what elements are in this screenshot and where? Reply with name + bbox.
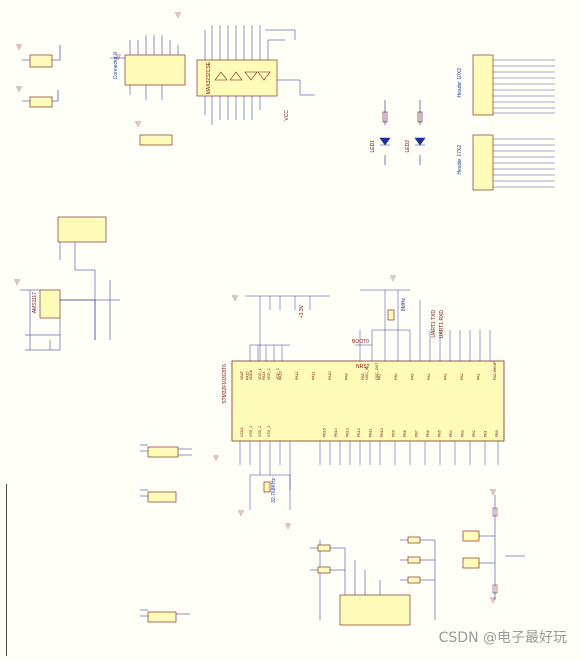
mcu-osc-pin-label: OSC_IN [365, 366, 369, 380]
connector-p1 [29, 54, 53, 108]
label-led2: LED2 [405, 140, 411, 153]
switch-wires [479, 495, 525, 600]
mcu-pin-label: PB3 [461, 430, 465, 437]
header-10x2-wires [493, 59, 555, 114]
label-v33: +3.3V [299, 305, 305, 319]
mcu-pin-label: PB10 [380, 428, 384, 437]
mcu-pin-label: PB0 [495, 430, 499, 437]
ground-symbols [14, 12, 496, 603]
mcu-bottom-wires [239, 441, 499, 510]
mcu-pin-label: PA11 [312, 372, 316, 380]
db9-connector [124, 54, 186, 86]
label-connector: Connector 9 [113, 52, 119, 80]
mcu-pin-label: PB8 [403, 430, 407, 437]
header-left-1 [147, 446, 179, 623]
max3232-chip [196, 59, 278, 97]
mcu-power-pin-label: VDD_3 [276, 368, 280, 380]
label-ldo: AMS1117 [32, 292, 38, 314]
power-jack [57, 216, 107, 243]
header-small [139, 134, 173, 146]
label-crystal2: 32.768KHz [271, 478, 277, 503]
driver-parts [317, 536, 421, 626]
label-mcu: STM32F103C8T6 [222, 364, 228, 404]
mcu-pin-label: PA5 [411, 373, 415, 380]
wires-topleft [22, 45, 61, 102]
mcu-ground-pin-label: VSS_3 [267, 426, 271, 437]
label-crystal1: 8MHz [401, 298, 407, 312]
header-10x2 [472, 54, 494, 116]
mcu-pin-label: PB6 [426, 430, 430, 437]
mcu-pin-label: PA4 [427, 373, 431, 380]
mcu-power-pin-label: VBAT [240, 370, 244, 380]
mcu-pin-label: PA12 [295, 371, 299, 380]
mcu-body [231, 360, 505, 442]
label-boot0: BOOT0 [352, 339, 369, 345]
label-rs232: MAX3232CSE [206, 62, 212, 95]
mcu-osc-pin-label: OSC_OUT [375, 362, 379, 380]
mcu-power-pin-label: VDD_1 [258, 368, 262, 380]
mcu-pin-label: PB2 [472, 430, 476, 437]
label-uart-tx: UART1 TXD [431, 310, 437, 338]
mcu-pin-label: PB9 [392, 430, 396, 437]
mcu-pin-label: PA14 [262, 371, 266, 380]
mcu-pin-label: PA15 [246, 371, 250, 380]
mcu-power-pin-label: VDD_2 [267, 368, 271, 380]
mcu-pin-label: PB4 [449, 430, 453, 437]
mcu-pin-label: PB5 [438, 430, 442, 437]
mcu-pin-label: PB11 [369, 428, 373, 437]
mcu-power-pin-label: VDDA [249, 369, 253, 380]
mcu-top-wires [245, 289, 491, 361]
label-nrst: NRST [356, 364, 370, 370]
mcu-pin-label: PA3 [444, 373, 448, 380]
crystal-32k [263, 481, 271, 493]
mcu-pin-label: PA1 [477, 373, 481, 380]
header-left-wires [140, 444, 192, 617]
sheet-frame-edge [0, 484, 7, 656]
power-wires [20, 242, 120, 351]
mcu-pin-label: PA10 [328, 371, 332, 380]
mcu-ground-pin-label: VSSA [240, 427, 244, 437]
mcu-pin-label: PA6 [394, 373, 398, 380]
header-17x2-wires [493, 138, 555, 188]
mcu-ground-pin-label: VSS_2 [258, 426, 262, 437]
max3232-wires [204, 25, 315, 125]
mcu-ground-pin-label: VSS_1 [249, 426, 253, 437]
mcu-pin-label: PB14 [334, 428, 338, 437]
mcu-pin-label: PA9 [345, 373, 349, 380]
label-vcc: VCC [284, 110, 290, 121]
mcu-pin-label: PB15 [323, 428, 327, 437]
db9-wires [110, 35, 179, 100]
label-header-bottom: Header 17X2 [457, 145, 463, 175]
mcu-pin-label: PA7 [378, 373, 382, 380]
mcu-pin-label: PA13 [279, 371, 283, 380]
watermark-text: CSDN @电子最好玩 [438, 630, 567, 646]
mcu-pin-label: PA2 [460, 373, 464, 380]
label-header-top: Header 10X2 [457, 68, 463, 98]
led-pair [379, 100, 426, 165]
switch-block [462, 530, 480, 569]
mcu-pin-label: PB12 [357, 428, 361, 437]
mcu-pin-label: PA8 [361, 373, 365, 380]
crystal-8mhz [387, 309, 395, 321]
label-uart-rx: UART1 RXD [439, 310, 445, 339]
mcu-pin-label: PB13 [346, 428, 350, 437]
label-led1: LED1 [370, 140, 376, 153]
ldo-regulator [39, 289, 61, 319]
header-17x2 [472, 134, 494, 191]
mcu-pin-label: PB7 [415, 430, 419, 437]
mcu-pin-label: PB1 [484, 430, 488, 437]
mcu-pin-label: PA0-WKUP [493, 361, 497, 380]
